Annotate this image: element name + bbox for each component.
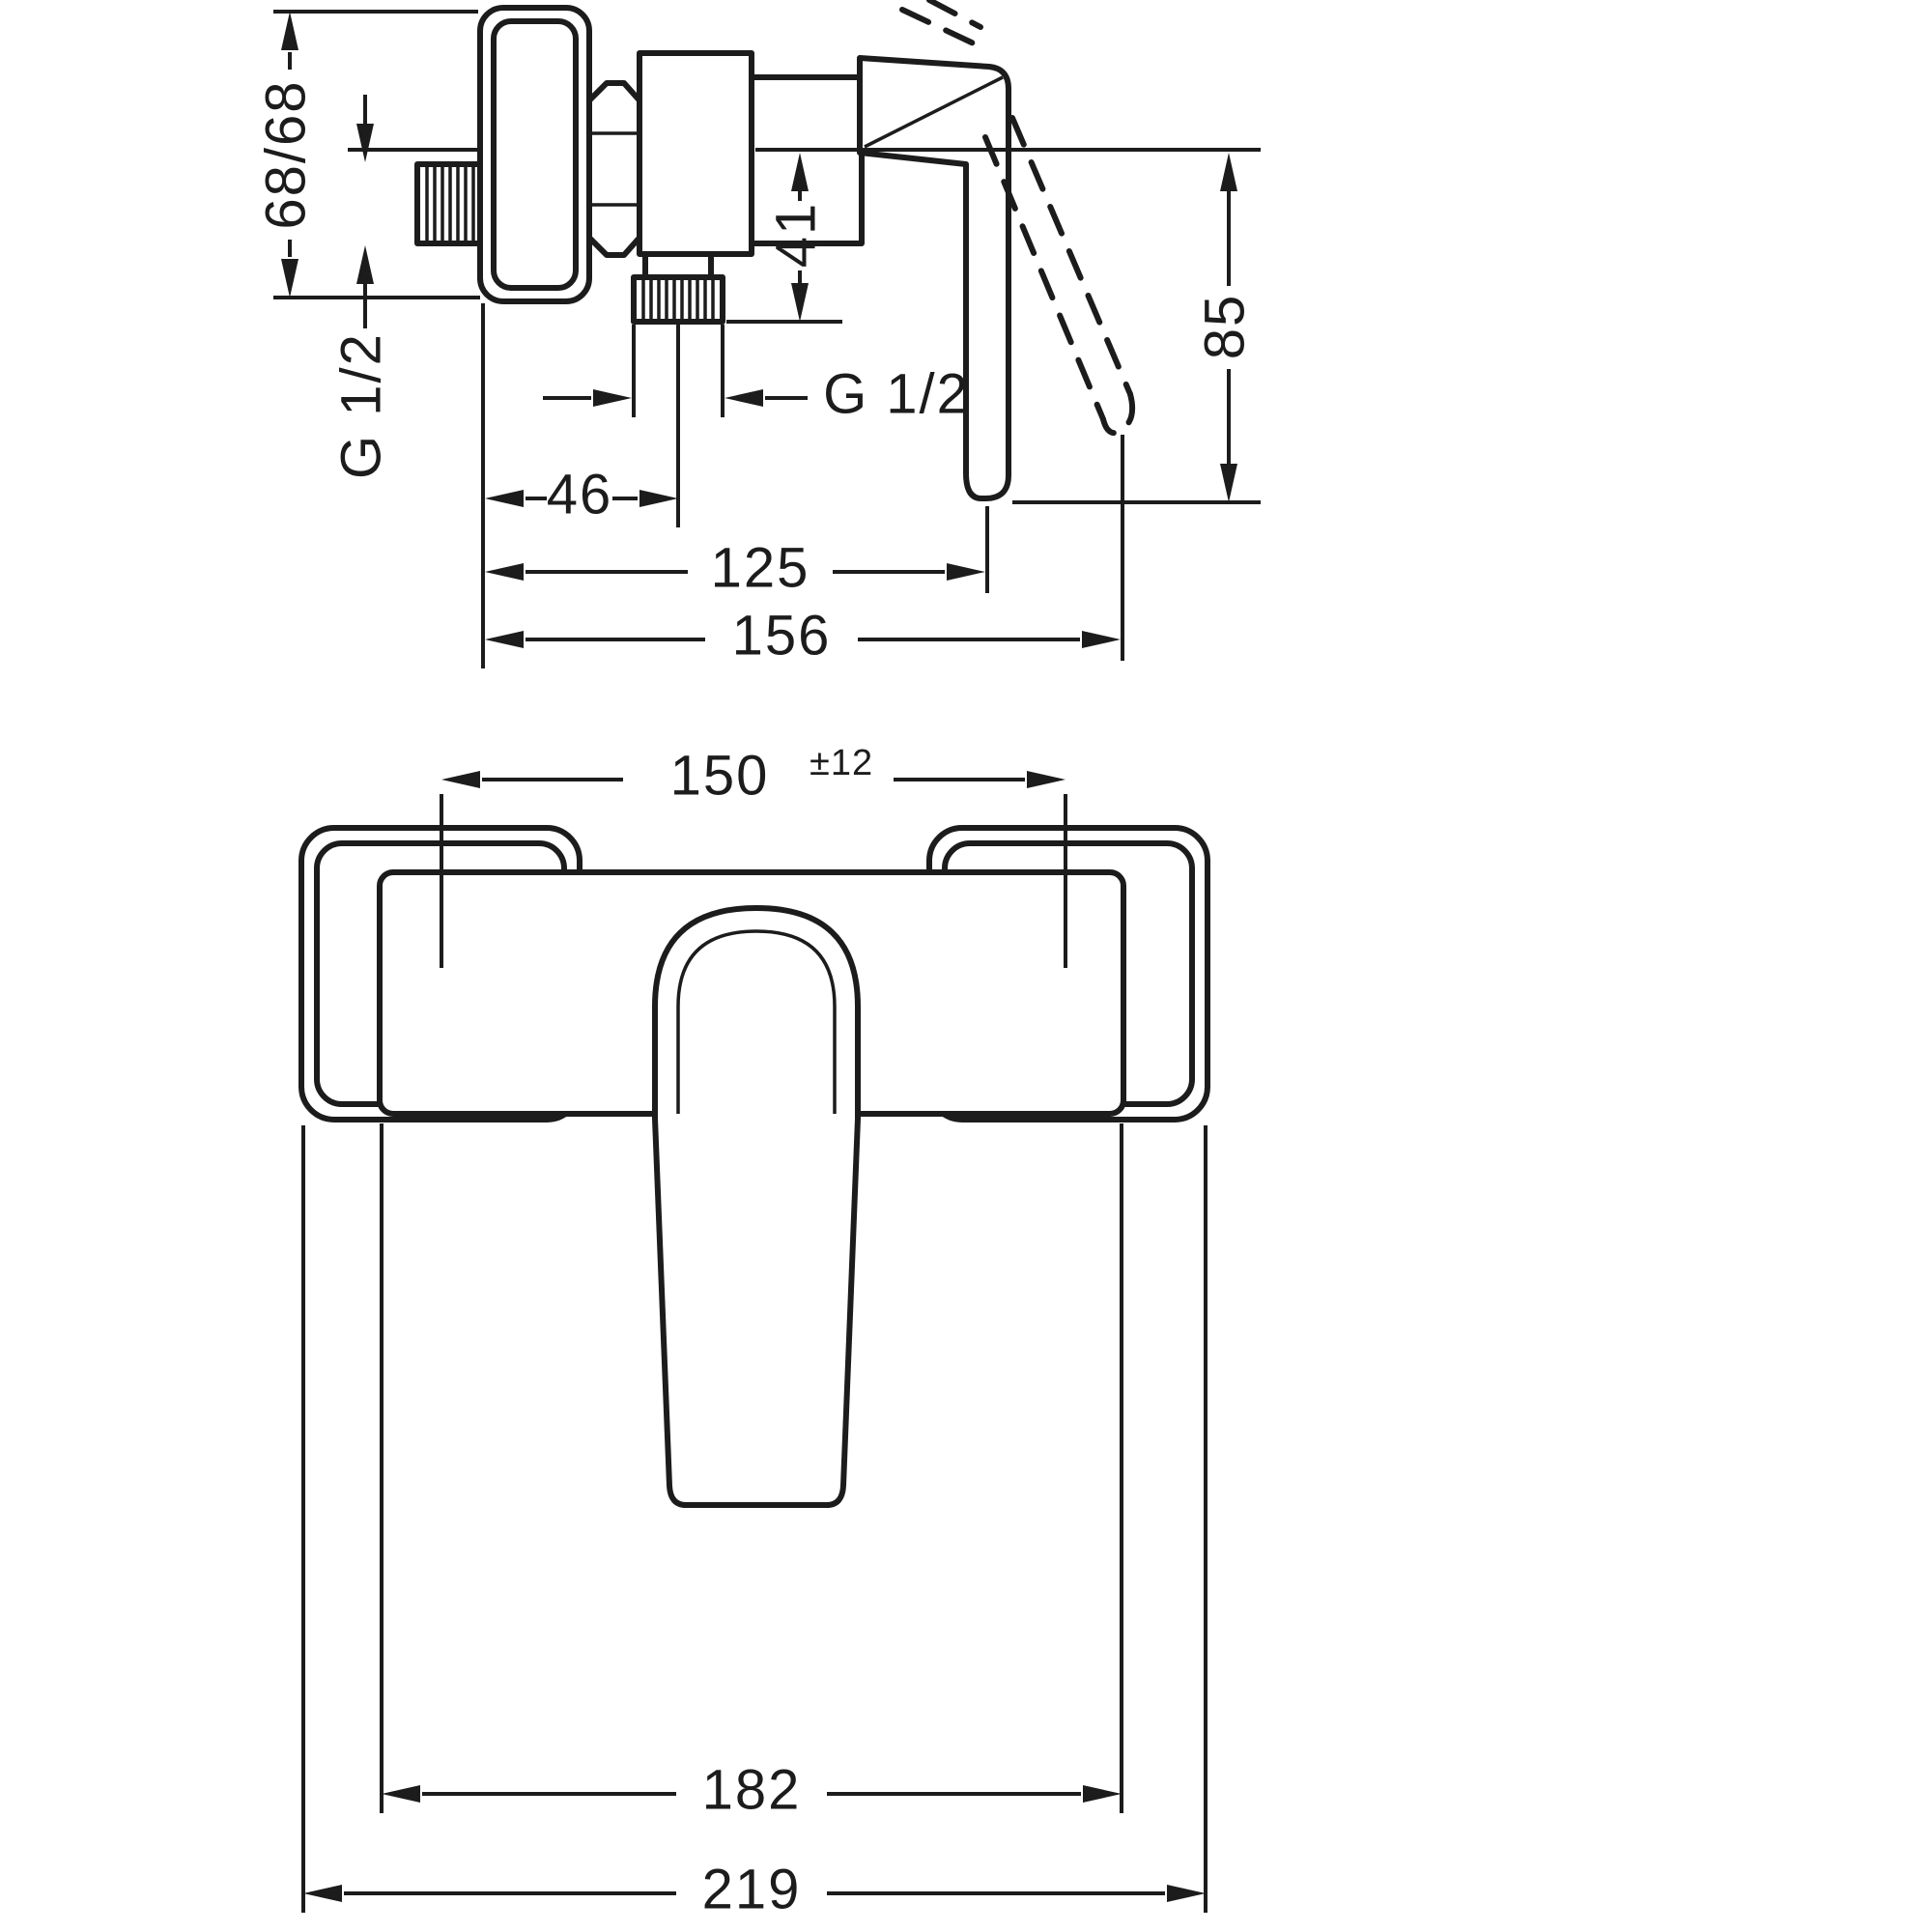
shower-outlet — [631, 251, 725, 325]
dim-outlet-drop-41: 41 — [726, 153, 842, 324]
side-view — [414, 0, 1136, 501]
arrow-left-icon — [441, 771, 480, 788]
outlet-thread-hatching — [641, 279, 715, 320]
inlet-thread-hatching — [425, 166, 475, 242]
dim-depth-closed-label: 125 — [711, 536, 810, 599]
arrow-down-icon — [1220, 464, 1237, 502]
dim-depth-closed-125: 125 — [485, 506, 989, 599]
lever-handle-front — [652, 905, 861, 1508]
front-view — [298, 825, 1210, 1508]
dim-handle-height-label: 85 — [1193, 294, 1256, 360]
dim-total-width-label: 219 — [702, 1858, 802, 1920]
dim-escutcheon-68: 68/68 — [254, 10, 480, 299]
arrow-right-icon — [1167, 1885, 1206, 1902]
dim-thread-bottom: G 1/2 — [543, 325, 970, 425]
arrow-right-icon — [1083, 1785, 1122, 1803]
arrow-right-icon — [593, 389, 632, 407]
dim-body-width-182: 182 — [380, 1123, 1123, 1821]
dim-connection-spacing-150: 150 ±12 — [440, 743, 1067, 968]
mounting-nut — [586, 80, 642, 258]
dim-wall-to-outlet-label: 46 — [547, 463, 613, 526]
arrow-right-icon — [1027, 771, 1065, 788]
dim-connection-spacing-label: 150 — [670, 744, 770, 807]
handle-chamfer-line — [864, 75, 1004, 149]
valve-body — [637, 50, 865, 257]
lever-handle — [857, 55, 1011, 501]
handle-inner-edge — [676, 929, 837, 1114]
arrow-left-icon — [382, 1785, 420, 1803]
arrow-up-icon — [1220, 153, 1237, 191]
dim-handle-height-85: 85 — [1012, 153, 1261, 504]
arrow-up-icon — [356, 245, 374, 284]
arrow-right-icon — [1082, 631, 1121, 648]
dim-outlet-drop-label: 41 — [764, 202, 827, 269]
arrow-left-icon — [485, 631, 524, 648]
thread-bottom-label: G 1/2 — [823, 362, 970, 425]
front-view-dimensions: 150 ±12 182 219 — [301, 743, 1208, 1920]
lever-handle-open-dashed — [899, 0, 1136, 437]
dim-thread-left: G 1/2 — [329, 95, 392, 479]
arrow-left-icon — [485, 563, 524, 581]
inlet-nipple — [414, 161, 484, 246]
arrow-left-icon — [724, 389, 763, 407]
arrow-left-icon — [303, 1885, 342, 1902]
dim-depth-open-156: 156 — [485, 435, 1124, 667]
arrow-up-icon — [791, 153, 809, 191]
thread-left-label: G 1/2 — [329, 332, 392, 479]
arrow-right-icon — [947, 563, 985, 581]
dim-escutcheon-label: 68/68 — [254, 79, 317, 229]
dim-depth-open-label: 156 — [732, 604, 832, 667]
wall-plate — [477, 5, 592, 304]
arrow-left-icon — [485, 490, 524, 507]
dim-total-width-219: 219 — [301, 1125, 1208, 1920]
arrow-right-icon — [639, 490, 678, 507]
arrow-down-icon — [791, 283, 809, 322]
arrow-up-icon — [281, 12, 298, 50]
arrow-down-icon — [356, 124, 374, 162]
dim-body-width-label: 182 — [702, 1758, 802, 1821]
dim-wall-to-outlet-46: 46 — [481, 303, 680, 668]
arrow-down-icon — [281, 259, 298, 298]
side-view-dimensions: 68/68 G 1/2 41 G 1/2 — [254, 10, 1261, 668]
dim-connection-tolerance-label: ±12 — [810, 743, 873, 783]
